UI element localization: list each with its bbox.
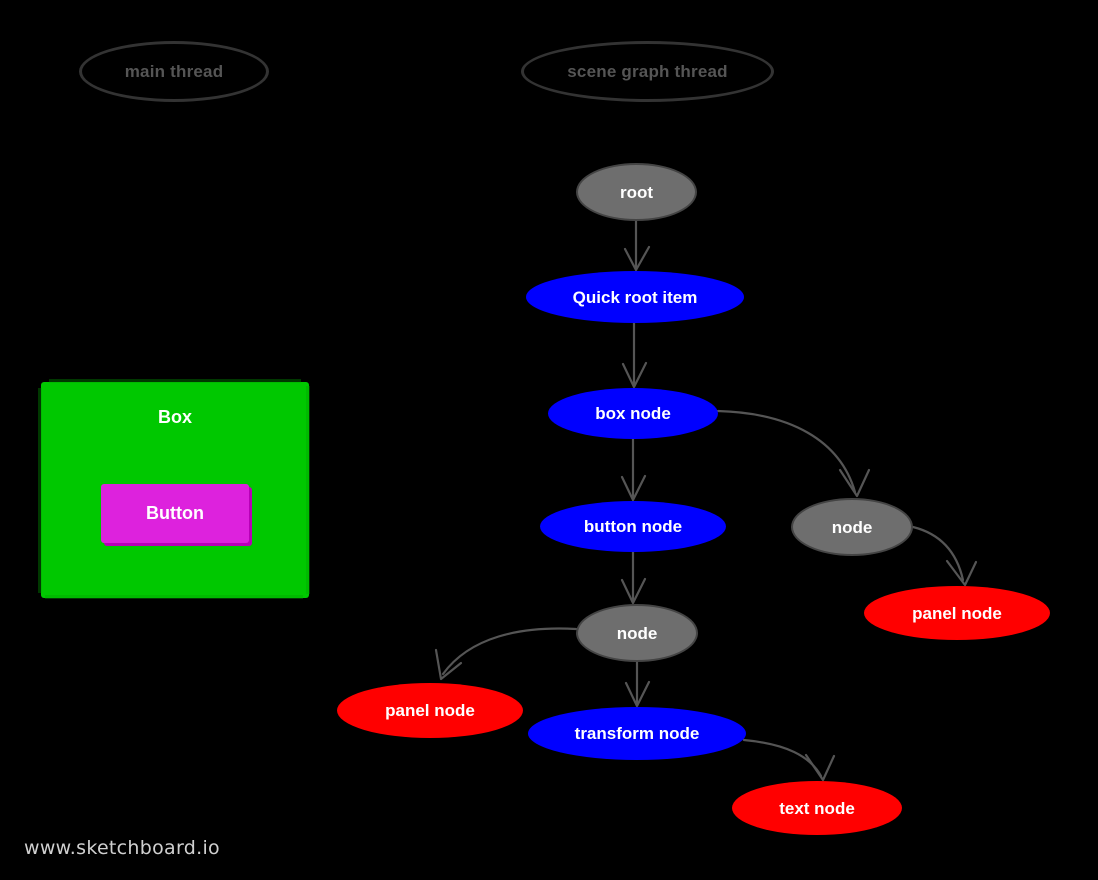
node-text-node[interactable]: text node [732, 781, 902, 835]
edge-node-to-panel-node-left [434, 627, 578, 681]
node-node-right[interactable]: node [791, 498, 913, 556]
edge-box-node-to-node-right [716, 409, 871, 498]
edge-root-to-quick-root-item [623, 219, 651, 272]
node-text-node-label: text node [779, 798, 855, 818]
lane-label-scene-graph-thread: scene graph thread [567, 61, 728, 81]
edge-button-node-to-node [620, 550, 647, 605]
watermark: www.sketchboard.io [24, 837, 220, 859]
node-root[interactable]: root [576, 163, 697, 221]
box-sketch-edge-top [49, 379, 301, 383]
node-node-middle[interactable]: node [576, 604, 698, 662]
box-sketch-edge-left [38, 388, 42, 593]
node-button-node-label: button node [583, 517, 683, 536]
node-panel-node-left[interactable]: panel node [337, 683, 523, 738]
node-box-node[interactable]: box node [548, 388, 718, 439]
lane-label-main-thread: main thread [124, 61, 224, 81]
edge-node-right-to-panel-node [911, 525, 978, 587]
node-panel-node-left-label: panel node [385, 701, 475, 720]
node-panel-node-right[interactable]: panel node [864, 586, 1050, 640]
node-transform-node-label: transform node [574, 724, 700, 743]
edge-box-node-to-button-node [620, 437, 647, 502]
ui-button-label: Button [146, 503, 204, 523]
ui-box-label: Box [157, 407, 192, 427]
box-sketch-edge-bottom [45, 595, 303, 599]
lane-scene-graph-thread: scene graph thread [521, 41, 774, 102]
node-transform-node[interactable]: transform node [528, 707, 746, 760]
edge-transform-to-text-node [742, 738, 836, 782]
edge-node-to-transform-node [624, 660, 651, 708]
node-node-middle-label: node [616, 623, 658, 643]
box-sketch-edge-right [306, 386, 310, 594]
node-box-node-label: box node [595, 404, 671, 423]
node-quick-root-item-label: Quick root item [572, 287, 698, 307]
lane-main-thread: main thread [79, 41, 269, 102]
node-root-label: root [619, 182, 654, 202]
node-node-right-label: node [831, 517, 873, 537]
edge-quick-root-to-box-node [621, 321, 648, 389]
node-quick-root-item[interactable]: Quick root item [526, 271, 744, 323]
ui-button[interactable]: Button [101, 484, 249, 543]
node-panel-node-right-label: panel node [912, 603, 1002, 623]
node-button-node[interactable]: button node [540, 501, 726, 552]
